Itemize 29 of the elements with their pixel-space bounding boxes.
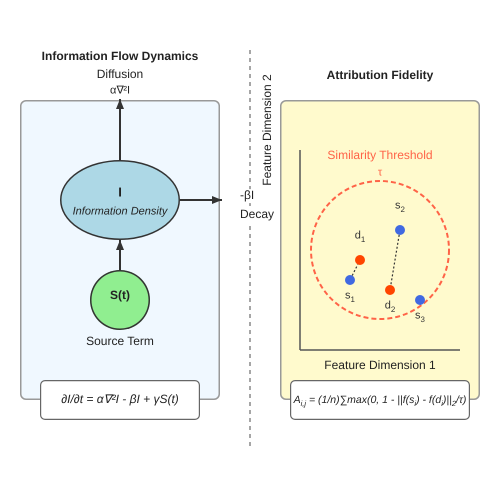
flow-label: Decay (239, 208, 276, 222)
connector-line (352, 264, 358, 276)
equation-box (40, 380, 200, 420)
point-label: s$_{2}$ (395, 200, 405, 212)
node-label: I (118, 186, 122, 200)
point-label: d$_{1}$ (354, 230, 366, 242)
state-ellipse (60, 160, 180, 240)
flow-formula: α∇²I (110, 84, 130, 98)
panel-title: Attribution Fidelity (326, 69, 434, 83)
arrow (116, 240, 124, 270)
point-label: s$_{1}$ (345, 290, 355, 302)
threshold-label: Similarity Threshold (327, 149, 433, 163)
axis-title: Feature Dimension 2 (261, 74, 275, 186)
node-label: S(t) (110, 289, 130, 303)
panel-title: Information Flow Dynamics (42, 50, 198, 64)
flow-formula: -βI (239, 189, 256, 203)
node-caption: Source Term (86, 335, 154, 349)
equation-text: ∂I/∂t = α∇²I - βI + γS(t) (61, 393, 179, 407)
axis-title: Feature Dimension 1 (324, 359, 436, 373)
arrow (180, 196, 222, 204)
node-caption: Information Density (72, 206, 168, 218)
equation-box (290, 380, 470, 420)
equation-text: A$_{i,j}$ = (1/n)∑max(0, 1 - ||f(s$_{i}$) - f(d$_{i}$)||$_{2}$/τ) (294, 394, 466, 406)
threshold-symbol: τ (378, 166, 382, 180)
flow-label: Diffusion (96, 68, 144, 82)
connector-line (390, 234, 400, 286)
arrow (116, 99, 124, 160)
point-label: s$_{3}$ (415, 310, 425, 322)
point-label: d$_{2}$ (384, 300, 396, 312)
